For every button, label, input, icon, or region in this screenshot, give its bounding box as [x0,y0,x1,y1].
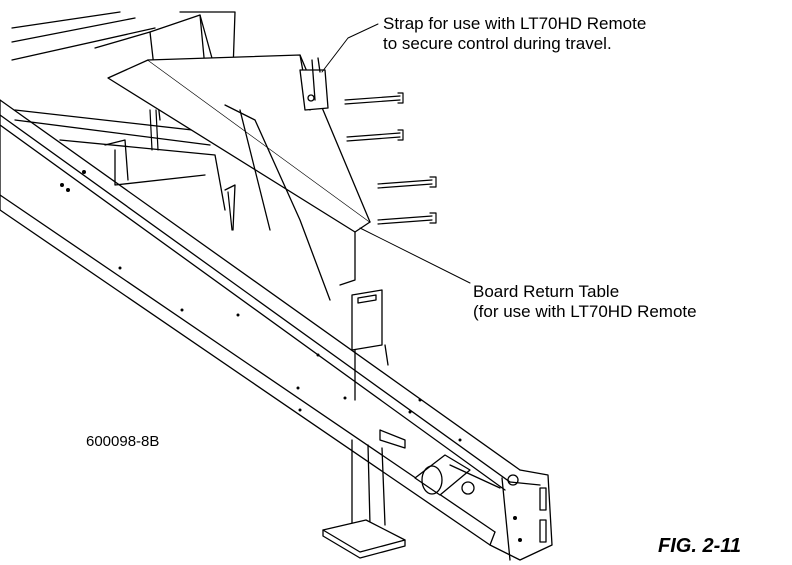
figure-label: FIG. 2-11 [658,535,741,557]
foot-plate [322,519,406,559]
main-beam [0,99,553,561]
table-callout-line2: (for use with LT70HD Remote [473,302,697,321]
strap-callout-line1: Strap for use with LT70HD Remote [383,14,647,33]
strap-callout-line2: to secure control during travel. [383,34,612,53]
rear-beam [14,109,226,211]
end-plate-details [539,487,547,543]
strap [299,57,329,111]
beam-holes [60,170,522,542]
mounting-studs [149,92,437,231]
part-number: 600098-8B [86,433,160,450]
table-callout: Board Return Table (for use with LT70HD … [473,282,792,322]
strap-callout: Strap for use with LT70HD Remote to secu… [383,14,646,54]
support-post [351,289,389,526]
drive-unit [379,429,519,496]
table-callout-line1: Board Return Table [473,282,620,301]
board-return-table [104,54,371,301]
upper-frame [11,11,236,121]
leader-lines [321,23,471,284]
